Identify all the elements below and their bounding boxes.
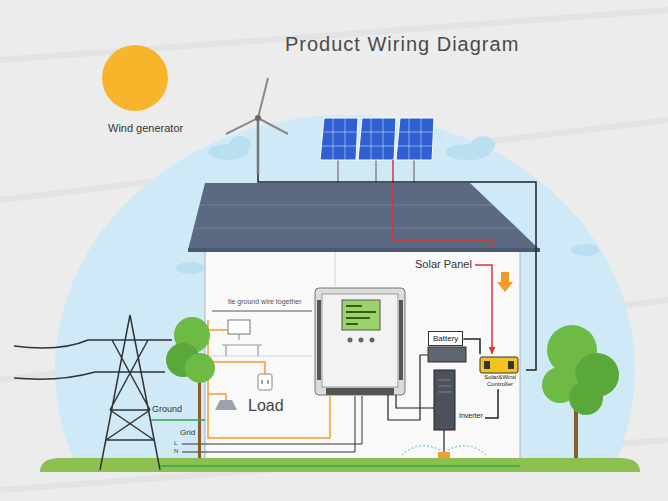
turbine-hub [255, 115, 261, 121]
wind-turbine [226, 78, 288, 174]
sun [102, 45, 168, 111]
lamp [215, 400, 237, 410]
node-text: Inverter [459, 412, 483, 419]
cloud [571, 244, 599, 256]
panel-grid [321, 118, 433, 160]
grid-wires [182, 396, 362, 452]
battery-box: Battery [428, 331, 463, 346]
battery-body [428, 347, 466, 362]
wind-generator: Wind generator [102, 84, 294, 174]
inverter-wire [485, 389, 498, 418]
grass [40, 458, 640, 472]
terminal-strip [326, 388, 394, 395]
ground-wire [150, 420, 520, 466]
node-text: Battery [433, 334, 458, 343]
ground-tie-wire [212, 311, 312, 312]
inverter-vents [438, 380, 451, 392]
trees [166, 317, 619, 461]
power-outlet [258, 374, 272, 390]
solar-wire [393, 160, 492, 258]
controller-panel [322, 294, 398, 387]
turbine-blades [226, 78, 288, 134]
tree-canopy [569, 381, 603, 415]
controller-box: Solar&Wind Controller [474, 354, 526, 389]
sky-dome [55, 115, 635, 465]
ac-wiring [208, 320, 330, 438]
diagram-title: Product Wiring Diagram [285, 33, 519, 56]
turbine-pole [257, 118, 260, 174]
outlet-slots [262, 380, 268, 384]
water-spray [402, 446, 486, 455]
grid-label: Grid [180, 428, 195, 437]
heat-fin [317, 300, 321, 380]
load-label: Load [246, 397, 286, 415]
connector-group [258, 174, 536, 418]
controller-housing [315, 288, 405, 395]
monitor [228, 320, 250, 334]
solar-panel [358, 118, 396, 160]
direction-arrow [497, 272, 513, 292]
lcd-segments [346, 306, 376, 324]
lcd-screen [342, 300, 380, 330]
solar-panel [320, 118, 358, 160]
tree-canopy [185, 353, 215, 383]
sprinkler-wire [443, 430, 444, 452]
dc-wires [388, 355, 434, 420]
roof-shingles [194, 205, 516, 228]
charge-controller-device [480, 357, 518, 373]
node-text: Load [248, 397, 284, 415]
node-text: Solar&Wind Controller [476, 374, 524, 387]
ground-label: Ground [152, 404, 182, 414]
cloud [176, 262, 204, 274]
inverter-box: Inverter [457, 411, 485, 420]
ground-wire-note: tle ground wire together [228, 298, 302, 305]
solar-panels [320, 118, 434, 160]
power-tower [14, 315, 172, 470]
desk [222, 334, 262, 356]
battery-wire [463, 339, 480, 354]
line-label: L [174, 440, 177, 446]
solar-wire [475, 265, 492, 354]
roof-eave [188, 248, 540, 252]
button [348, 338, 353, 343]
cloud [229, 136, 251, 154]
panel-stand [338, 160, 414, 183]
inverter-body [434, 370, 455, 430]
neutral-label: N [174, 448, 178, 454]
device-terminal [484, 361, 490, 369]
sprinkler [438, 452, 450, 458]
computer-desk [222, 320, 262, 356]
button [359, 338, 364, 343]
solar-panel [396, 118, 434, 160]
node-text: Solar Panel [415, 258, 472, 270]
main-controller [315, 288, 405, 395]
wind-wire [258, 174, 536, 370]
node-text: Wind generator [108, 122, 294, 134]
device-terminal [508, 361, 514, 369]
button [370, 338, 375, 343]
heat-fin [399, 300, 403, 380]
solar-panel-label: Solar Panel [412, 257, 475, 271]
cloud [471, 136, 495, 154]
